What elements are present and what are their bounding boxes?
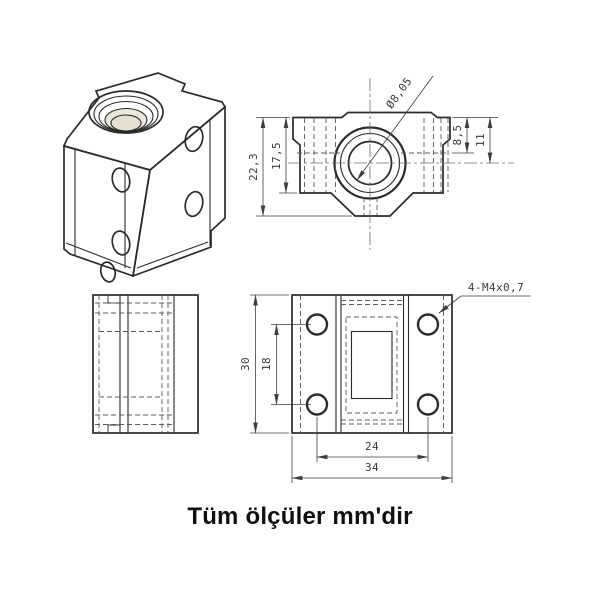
mounting-face-view: 30 18 24 34 4-M4x0,7 <box>239 281 531 483</box>
dim-total-height: 22,3 <box>247 153 260 181</box>
side-view <box>92 294 199 434</box>
iso-mounting-holes <box>99 125 204 283</box>
dim-overall-height: 30 <box>239 357 252 371</box>
thread-callout-label: 4-M4x0,7 <box>468 281 524 294</box>
iso-seam-lines <box>65 120 211 269</box>
iso-left-face <box>63 144 151 278</box>
mount-dimensions: 30 18 24 34 4-M4x0,7 <box>239 281 531 483</box>
dim-hole-offset: 8,5 <box>451 124 464 145</box>
axial-view: 22,3 17,5 8,5 11 Ø8,05 <box>247 75 514 250</box>
side-outline <box>92 294 199 434</box>
iso-right-face <box>131 105 226 278</box>
mount-hidden-lines <box>300 295 444 433</box>
dim-hole-spacing-vertical: 18 <box>260 357 273 371</box>
dim-overall-width: 34 <box>365 461 379 474</box>
units-note: Tüm ölçüler mm'dir <box>187 503 413 530</box>
axial-centerlines <box>288 78 514 250</box>
mount-edges <box>335 295 410 433</box>
mount-outline <box>291 294 453 434</box>
mounting-hole <box>416 393 440 416</box>
dim-hole-spacing-horizontal: 24 <box>365 440 379 453</box>
axial-dimensions: 22,3 17,5 8,5 11 Ø8,05 <box>247 75 498 217</box>
side-edges <box>107 295 175 433</box>
mounting-holes <box>305 313 440 416</box>
thread-callout-leader <box>438 295 462 314</box>
dim-upper-height: 17,5 <box>270 142 283 170</box>
dim-bore-diameter: Ø8,05 <box>384 75 415 111</box>
dim-center-offset: 11 <box>474 133 487 147</box>
axial-hidden-lines <box>297 118 449 215</box>
bore-leader-line <box>356 75 434 181</box>
isometric-view <box>62 72 227 283</box>
iso-bore <box>88 90 164 134</box>
axial-outline <box>292 111 451 217</box>
mounting-hole <box>416 313 440 336</box>
side-hidden-lines <box>95 295 174 433</box>
